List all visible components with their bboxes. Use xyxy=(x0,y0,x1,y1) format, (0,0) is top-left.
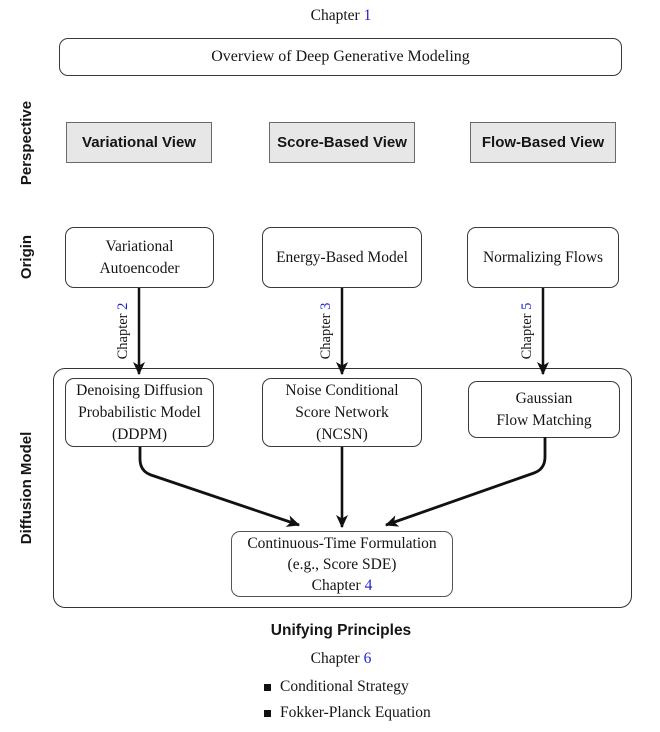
header-chapter-label: Chapter 1 xyxy=(241,7,441,25)
continuous-time-line2: (e.g., Score SDE) xyxy=(287,555,397,573)
footer-bullet-2-label: Fokker-Planck Equation xyxy=(280,704,431,721)
origin-box-normalizing-flows: Normalizing Flows xyxy=(467,227,619,288)
overview-box: Overview of Deep Generative Modeling xyxy=(59,38,622,76)
edge-label-ch2-prefix: Chapter xyxy=(115,309,131,360)
perspective-box-variational-label: Variational View xyxy=(82,134,196,151)
edge-label-chapter-2: Chapter 2 xyxy=(115,281,131,381)
gfm-line1: Gaussian xyxy=(515,389,573,407)
header-chapter-prefix: Chapter xyxy=(310,7,364,24)
footer-bullet-1-label: Conditional Strategy xyxy=(280,678,409,695)
vae-line2: Autoencoder xyxy=(99,259,180,277)
bullet-square-icon xyxy=(264,683,271,691)
ncsn-line3: (NCSN) xyxy=(316,425,368,443)
edge-label-ch5-number-link[interactable]: 5 xyxy=(519,302,535,310)
origin-box-vae: Variational Autoencoder xyxy=(65,227,214,288)
edge-label-chapter-3: Chapter 3 xyxy=(318,281,334,381)
continuous-time-chapter-number-link[interactable]: 4 xyxy=(364,576,373,594)
edge-label-ch2-number-link[interactable]: 2 xyxy=(115,302,131,310)
edge-label-chapter-5: Chapter 5 xyxy=(519,281,535,381)
footer-chapter-label: Chapter 6 xyxy=(241,650,441,668)
footer-chapter-prefix: Chapter xyxy=(310,650,364,667)
header-chapter-number-link[interactable]: 1 xyxy=(363,7,372,24)
perspective-box-score-based: Score-Based View xyxy=(269,122,415,163)
perspective-box-flow-based-label: Flow-Based View xyxy=(481,134,605,151)
continuous-time-line1: Continuous-Time Formulation xyxy=(247,534,437,552)
perspective-box-flow-based: Flow-Based View xyxy=(470,122,616,163)
diffusion-box-gaussian-flow-matching: Gaussian Flow Matching xyxy=(468,381,620,438)
edge-label-ch5-prefix: Chapter xyxy=(519,309,535,360)
footer-bullet-fokker-planck: Fokker-Planck Equation xyxy=(264,704,431,722)
continuous-time-chapter: Chapter 4 xyxy=(312,575,373,596)
ncsn-line1: Noise Conditional xyxy=(285,381,399,399)
side-label-origin: Origin xyxy=(18,234,35,280)
perspective-box-score-based-label: Score-Based View xyxy=(277,134,407,151)
ddpm-line2: Probabilistic Model xyxy=(78,403,201,421)
footer-title: Unifying Principles xyxy=(270,622,412,639)
ddpm-line1: Denoising Diffusion xyxy=(76,381,203,399)
ebm-line1: Energy-Based Model xyxy=(276,248,408,266)
overview-title: Overview of Deep Generative Modeling xyxy=(211,48,470,65)
side-label-diffusion-model: Diffusion Model xyxy=(18,431,35,545)
origin-box-ebm: Energy-Based Model xyxy=(262,227,422,288)
gfm-line2: Flow Matching xyxy=(496,411,592,429)
continuous-time-box: Continuous-Time Formulation (e.g., Score… xyxy=(231,531,453,597)
ddpm-line3: (DDPM) xyxy=(111,425,168,443)
ncsn-line2: Score Network xyxy=(295,403,389,421)
bullet-square-icon xyxy=(264,709,271,717)
footer-bullet-conditional-strategy: Conditional Strategy xyxy=(264,678,409,696)
perspective-box-variational: Variational View xyxy=(66,122,212,163)
diffusion-box-ncsn: Noise Conditional Score Network (NCSN) xyxy=(262,378,422,447)
nf-line1: Normalizing Flows xyxy=(482,248,604,266)
footer-chapter-number-link[interactable]: 6 xyxy=(363,650,372,667)
vae-line1: Variational xyxy=(105,237,174,255)
continuous-time-chapter-prefix: Chapter xyxy=(311,576,365,594)
diffusion-box-ddpm: Denoising Diffusion Probabilistic Model … xyxy=(65,378,214,447)
edge-label-ch3-number-link[interactable]: 3 xyxy=(318,302,334,310)
edge-label-ch3-prefix: Chapter xyxy=(318,309,334,360)
